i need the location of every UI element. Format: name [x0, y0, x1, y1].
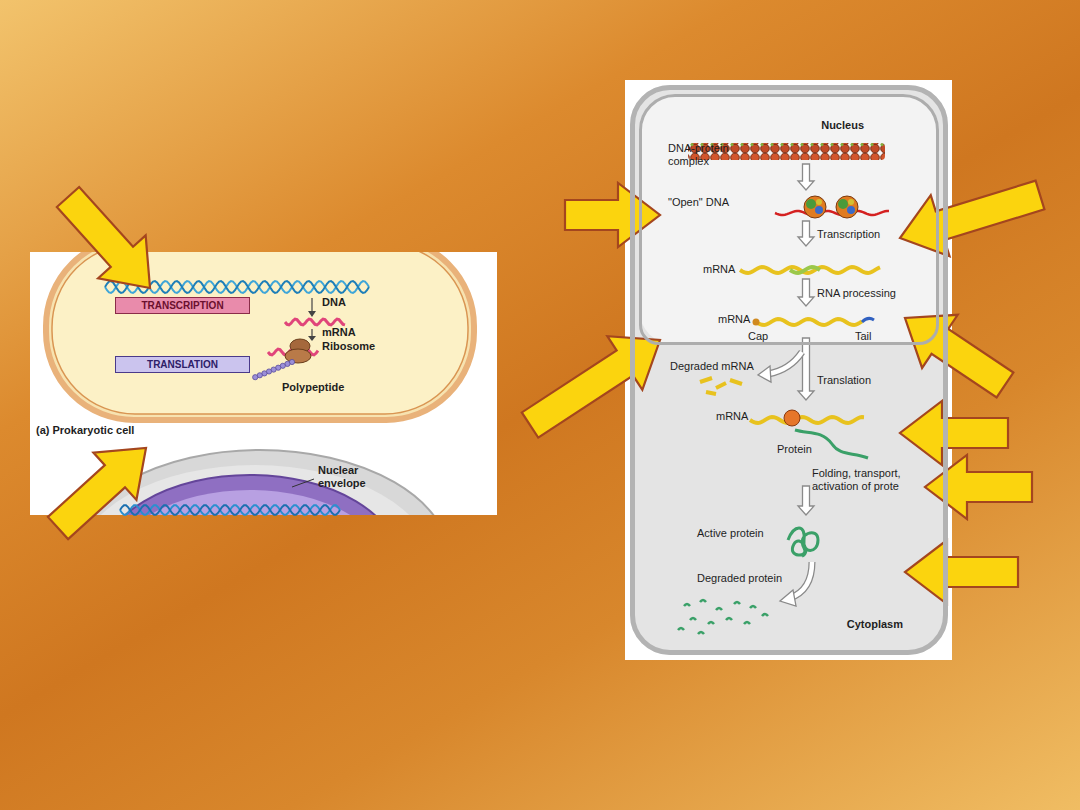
part-label: DNA [322, 296, 346, 309]
part-label: Degraded mRNA [670, 360, 754, 373]
gene-expression-sketch [744, 622, 750, 624]
part-label: Active protein [697, 527, 764, 540]
gene-expression-sketch [847, 206, 855, 214]
pointer-arrow [905, 315, 1013, 398]
part-label: Translation [817, 374, 871, 387]
gene-expression-sketch [836, 196, 858, 218]
gene-expression-sketch [756, 319, 862, 325]
gene-expression-sketch [775, 211, 889, 215]
gene-expression-sketch [285, 319, 345, 325]
part-label: RNA processing [817, 287, 896, 300]
process-label-box: TRANSLATION [115, 356, 250, 373]
part-label: Protein [777, 443, 812, 456]
gene-expression-sketch [815, 206, 823, 214]
part-label: mRNA [703, 263, 735, 276]
gene-expression-sketch [750, 606, 756, 608]
process-label-box: TRANSCRIPTION [115, 297, 250, 314]
pointer-arrow [565, 183, 660, 247]
gene-expression-sketch [768, 352, 802, 374]
gene-expression-sketch [758, 366, 771, 382]
pointer-arrow [925, 455, 1032, 519]
part-label: Degraded protein [697, 572, 782, 585]
part-label: Folding, transport, activation of prote [812, 467, 940, 492]
region-label: Nucleus [821, 119, 864, 131]
gene-expression-sketch [780, 590, 796, 606]
eukaryotic-cell-fill [630, 85, 948, 655]
box-label: TRANSLATION [147, 359, 218, 370]
gene-expression-sketch [700, 600, 706, 602]
gene-expression-sketch [311, 329, 312, 337]
pointer-arrow [905, 540, 1018, 604]
gene-expression-sketch [798, 164, 814, 190]
gene-expression-sketch [740, 267, 880, 273]
gene-expression-sketch [730, 380, 742, 384]
part-label: DNA-protein complex [668, 142, 730, 167]
gene-expression-sketch [690, 618, 696, 620]
gene-expression-sketch [253, 375, 258, 380]
gene-expression-sketch [784, 410, 800, 426]
part-label: "Open" DNA [668, 196, 729, 209]
pointer-arrow [57, 187, 150, 288]
eukaryotic-cell-fill [639, 94, 939, 345]
gene-expression-sketch [120, 505, 340, 515]
part-label: Tail [855, 330, 872, 343]
part-label: Transcription [817, 228, 880, 241]
pointer-arrow [522, 336, 660, 437]
pointer-arrow [48, 448, 146, 539]
gene-expression-sketch [678, 628, 684, 630]
image-panel [625, 80, 952, 660]
part-label: mRNA [322, 326, 356, 339]
gene-expression-sketch [753, 319, 760, 326]
gene-expression-sketch [716, 383, 726, 388]
gene-expression-sketch [684, 604, 690, 606]
gene-expression-sketch [788, 528, 818, 556]
gene-expression-sketch [806, 199, 816, 209]
gene-expression-sketch [790, 267, 820, 273]
gene-expression-sketch [816, 199, 822, 205]
gene-expression-sketch [734, 602, 740, 604]
gene-expression-sketch [798, 221, 814, 246]
box-label: TRANSCRIPTION [141, 300, 223, 311]
part-label: Cap [748, 330, 768, 343]
part-label: (a) Prokaryotic cell [36, 424, 134, 437]
part-label: Polypeptide [282, 381, 344, 394]
gene-expression-sketch [120, 505, 340, 515]
pointer-arrow [900, 181, 1044, 257]
gene-expression-sketch [700, 378, 712, 382]
gene-expression-sketch [726, 618, 732, 620]
gene-expression-sketch [798, 338, 814, 400]
gene-expression-sketch [308, 336, 316, 341]
part-label: mRNA [716, 410, 748, 423]
leader-line [292, 479, 314, 487]
eukaryotic-cell-fill [630, 85, 948, 655]
pointer-arrow [48, 181, 1044, 604]
gene-expression-sketch [311, 298, 312, 312]
gene-expression-sketch [285, 349, 311, 363]
gene-expression-sketch [750, 417, 864, 423]
nucleus-outline: Nucleus [639, 94, 939, 345]
gene-expression-sketch [798, 279, 814, 306]
gene-expression-sketch [716, 608, 722, 610]
gene-expression-sketch [708, 622, 714, 624]
part-label: Ribosome [322, 340, 375, 353]
gene-expression-sketch [768, 352, 802, 374]
gene-expression-sketch [804, 196, 826, 218]
pointer-arrow [900, 401, 1008, 465]
gene-expression-sketch [698, 632, 704, 634]
gene-expression-sketch [862, 318, 874, 322]
gene-expression-sketch [308, 311, 316, 317]
part-label: mRNA [718, 313, 750, 326]
gene-expression-sketch [838, 199, 848, 209]
region-label: Cytoplasm [847, 618, 903, 630]
part-label: Nuclear envelope [318, 464, 388, 489]
gene-expression-sketch [798, 486, 814, 515]
gene-expression-sketch [706, 392, 716, 394]
gene-expression-sketch [848, 199, 854, 205]
gene-expression-sketch [678, 164, 889, 634]
eukaryotic-cell [112, 490, 388, 515]
gene-expression-sketch [762, 614, 768, 616]
